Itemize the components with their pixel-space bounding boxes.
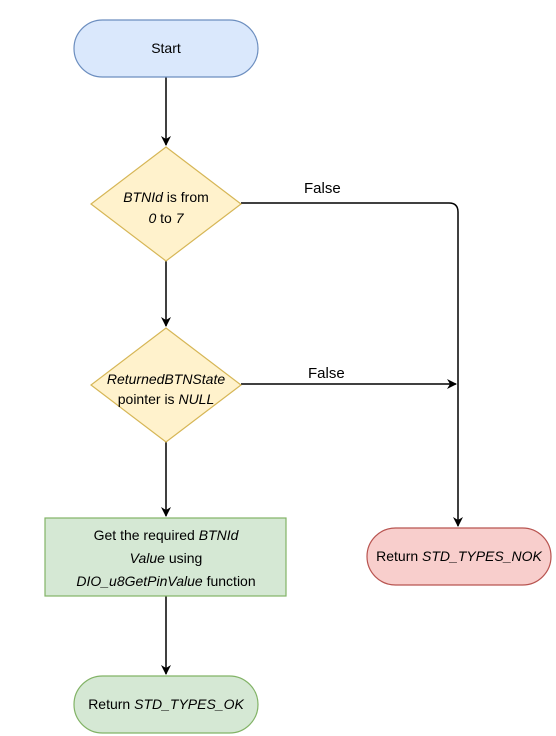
decision-btnid-line1: BTNId is from [123, 189, 209, 205]
start-node[interactable]: Start [73, 19, 259, 78]
start-node-label: Start [151, 40, 181, 56]
process-get-pin-value[interactable]: Get the required BTNId Value using DIO_u… [44, 517, 287, 597]
decision-btnid-line2: 0 to 7 [148, 210, 184, 226]
edge-label-false-1: False [304, 180, 341, 197]
decision-btnid-range[interactable]: BTNId is from 0 to 7 [90, 146, 242, 262]
decision-state-null[interactable]: ReturnedBTNState pointer is NULL [90, 327, 242, 443]
return-nok-node[interactable]: Return STD_TYPES_NOK [366, 527, 552, 586]
decision-btnid-shape [90, 146, 242, 262]
return-ok-label: Return STD_TYPES_OK [88, 696, 244, 712]
process-get-line2: Value using [130, 550, 203, 566]
return-ok-shape [73, 675, 259, 734]
process-get-line3: DIO_u8GetPinValue function [76, 573, 255, 589]
decision-state-shape [90, 327, 242, 443]
return-nok-label: Return STD_TYPES_NOK [376, 548, 542, 564]
edges [161, 77, 463, 675]
edge-label-false-2: False [308, 365, 345, 382]
process-get-shape [44, 517, 287, 597]
decision-state-line2: pointer is NULL [118, 391, 215, 407]
decision-state-line1: ReturnedBTNState [107, 371, 225, 387]
return-nok-shape [366, 527, 552, 586]
edge-decision-btnid-false-to-return-nok [241, 202, 463, 527]
return-ok-node[interactable]: Return STD_TYPES_OK [73, 675, 259, 734]
process-get-line1: Get the required BTNId [94, 527, 240, 543]
start-node-shape [73, 19, 259, 78]
